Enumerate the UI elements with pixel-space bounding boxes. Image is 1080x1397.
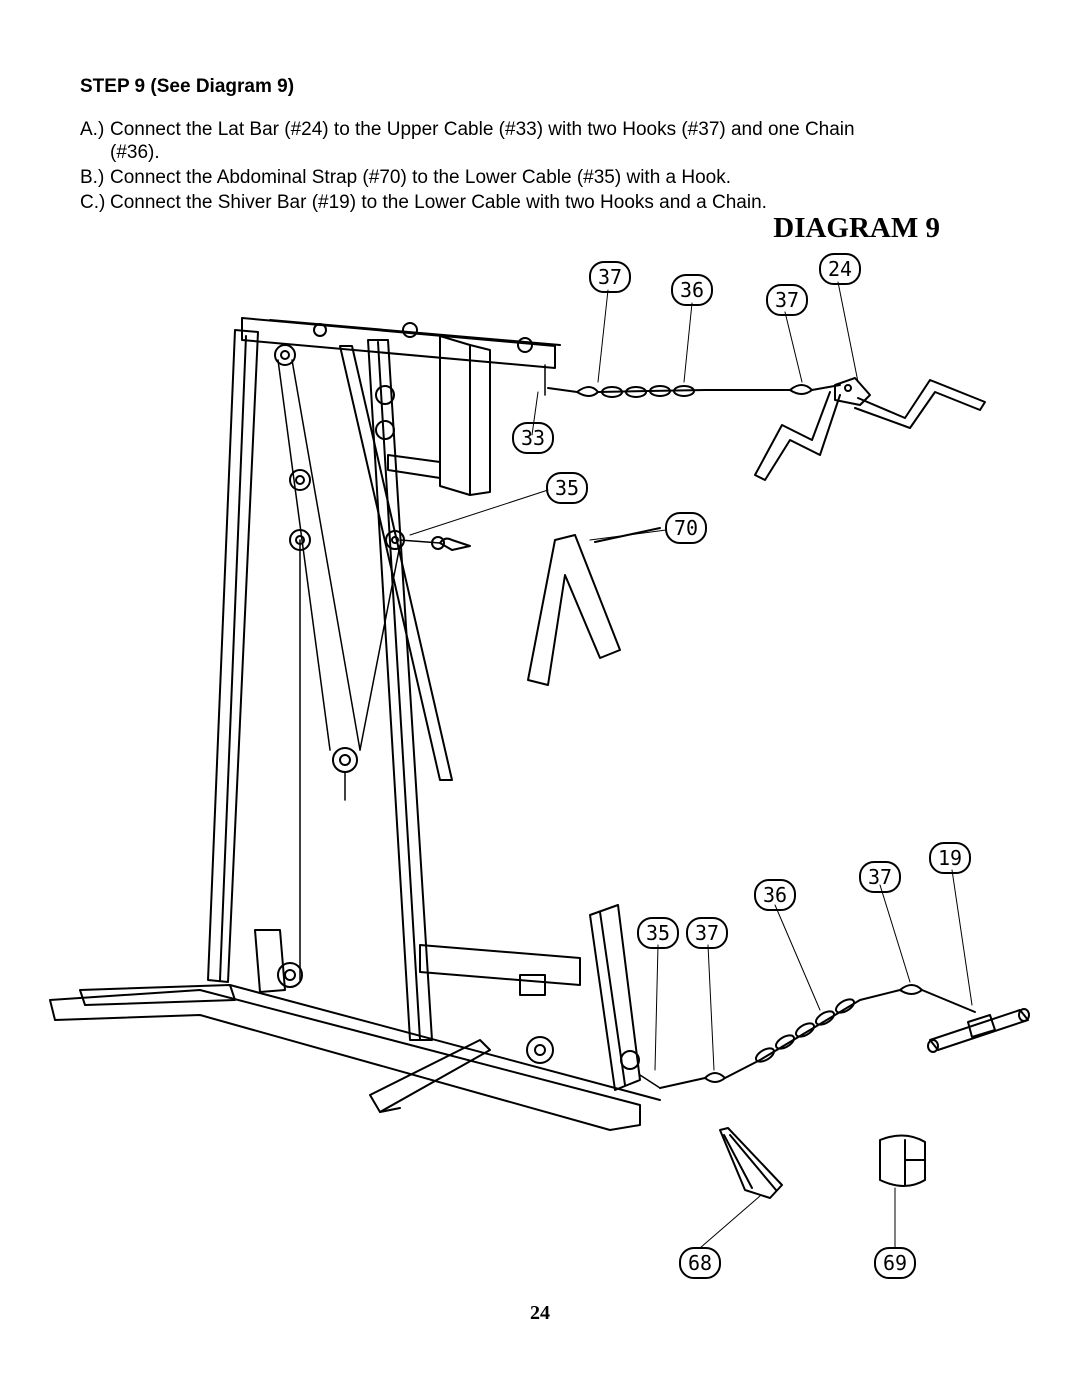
callout-70: 70 <box>665 512 707 544</box>
svg-text:69: 69 <box>883 1251 907 1275</box>
step-title: STEP 9 (See Diagram 9) <box>80 76 295 97</box>
lower-hook-right <box>899 984 976 1013</box>
upper-hook-left <box>547 386 599 397</box>
cables <box>277 359 661 1089</box>
callout-35-lower: 35 <box>637 917 679 949</box>
upper-chain <box>597 385 706 398</box>
callout-33: 33 <box>512 422 554 454</box>
instruction-a-continuation: (#36). <box>110 142 160 163</box>
lower-chain <box>724 989 901 1079</box>
instruction-c: C.)Connect the Shiver Bar (#19) to the L… <box>80 191 767 214</box>
instruction-a-text: Connect the Lat Bar (#24) to the Upper C… <box>110 119 855 140</box>
instruction-c-text: Connect the Shiver Bar (#19) to the Lowe… <box>110 192 767 213</box>
callout-37-upper-left: 37 <box>589 261 631 293</box>
svg-text:33: 33 <box>521 426 545 450</box>
lat-bar <box>754 377 986 481</box>
pulleys <box>274 322 640 1070</box>
callout-36-lower: 36 <box>754 879 796 911</box>
callout-37-lower-left: 37 <box>686 917 728 949</box>
triangle-handle <box>719 1127 783 1199</box>
svg-text:24: 24 <box>828 257 852 281</box>
callout-35-upper: 35 <box>546 472 588 504</box>
instruction-b: B.)Connect the Abdominal Strap (#70) to … <box>80 166 731 189</box>
svg-text:37: 37 <box>598 265 622 289</box>
svg-text:37: 37 <box>695 921 719 945</box>
abdominal-strap <box>431 527 661 686</box>
instruction-a-label: A.) <box>80 119 105 140</box>
instruction-c-label: C.) <box>80 192 106 213</box>
callout-36-upper: 36 <box>671 274 713 306</box>
callout-24: 24 <box>819 253 861 285</box>
svg-text:37: 37 <box>868 865 892 889</box>
callout-37-upper-right: 37 <box>766 284 808 316</box>
svg-text:37: 37 <box>775 288 799 312</box>
ankle-cuff <box>879 1134 926 1187</box>
leader-lines <box>409 281 973 1249</box>
svg-text:36: 36 <box>680 278 704 302</box>
callout-68: 68 <box>679 1247 721 1279</box>
svg-text:35: 35 <box>555 476 579 500</box>
instruction-b-text: Connect the Abdominal Strap (#70) to the… <box>110 167 732 188</box>
lower-hook-left <box>659 1072 726 1089</box>
upper-hook-right <box>704 384 841 395</box>
instruction-b-label: B.) <box>80 167 105 188</box>
callout-69: 69 <box>874 1247 916 1279</box>
svg-text:19: 19 <box>938 846 962 870</box>
page-number: 24 <box>530 1302 550 1324</box>
svg-text:36: 36 <box>763 883 787 907</box>
callout-19: 19 <box>929 842 971 874</box>
instruction-a: A.)Connect the Lat Bar (#24) to the Uppe… <box>80 118 855 164</box>
svg-text:35: 35 <box>646 921 670 945</box>
svg-text:70: 70 <box>674 516 698 540</box>
diagram-title: DIAGRAM 9 <box>773 212 940 244</box>
svg-text:68: 68 <box>688 1251 712 1275</box>
shiver-bar <box>927 1008 1030 1053</box>
callout-37-lower-right: 37 <box>859 861 901 893</box>
